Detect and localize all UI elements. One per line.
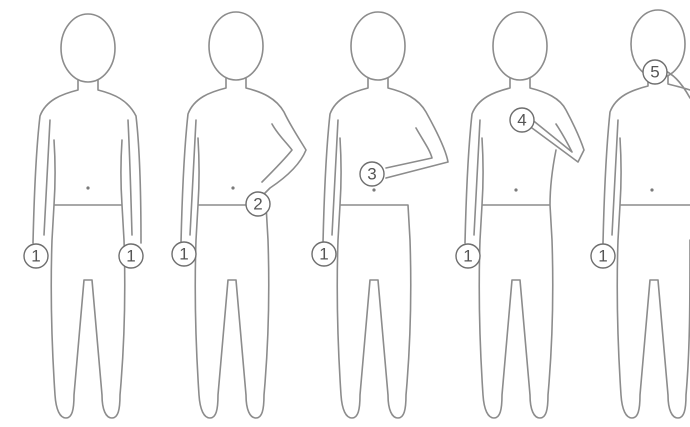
marker-1-wrist: 1 [179,245,188,264]
marker-2-hip: 2 [253,195,262,214]
marker-1-left-wrist: 1 [31,247,40,266]
head [351,12,405,80]
marker-1-wrist: 1 [319,245,328,264]
marker-5-face: 5 [650,63,659,82]
marker-4-chest: 4 [517,111,526,130]
navel [650,188,653,191]
marker-1-wrist: 1 [598,247,607,266]
body-outline [323,78,448,418]
body-outline [181,78,306,418]
marker-1-right-wrist: 1 [126,247,135,266]
figure-5-hand-to-face: 1 5 [591,10,690,418]
figure-3-arm-across-waist: 1 3 [312,12,448,418]
body-outline [603,70,690,418]
navel [372,188,375,191]
head [493,12,547,80]
figure-1-hands-at-sides: 1 1 [24,14,143,418]
head [209,12,263,80]
marker-1-wrist: 1 [463,247,472,266]
figure-2-hand-on-hip: 1 2 [172,12,306,418]
figure-4-hand-on-chest: 1 4 [456,12,584,418]
marker-3-waist: 3 [367,165,376,184]
head [61,14,115,82]
navel [514,188,517,191]
navel [86,186,89,189]
navel [231,186,234,189]
